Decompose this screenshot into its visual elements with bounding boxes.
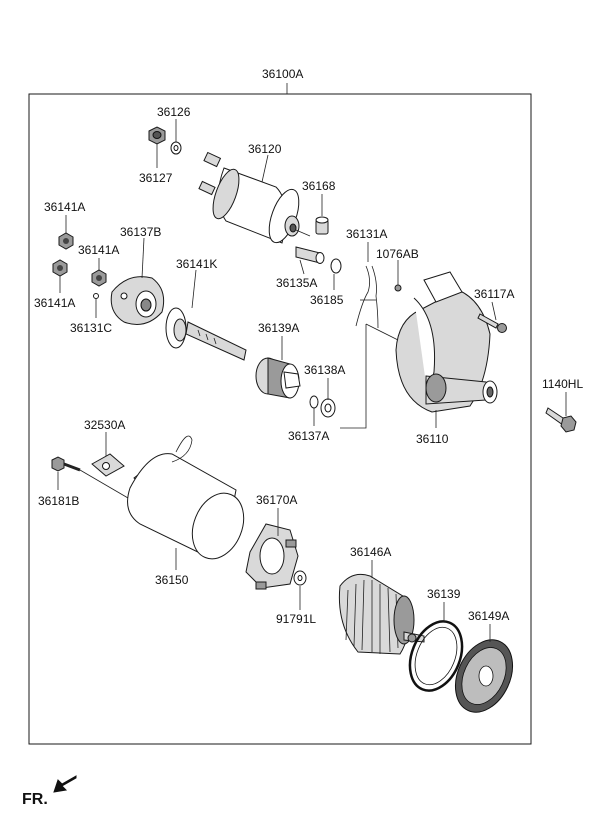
- part-91791L-washer: [293, 570, 307, 586]
- label-36168: 36168: [302, 179, 336, 193]
- label-36127: 36127: [139, 171, 173, 185]
- label-36117A: 36117A: [474, 287, 514, 301]
- part-36117A-bolt: [477, 313, 507, 333]
- leader-lines: [57, 119, 567, 642]
- label-36137B: 36137B: [120, 225, 161, 239]
- assembly-label: 36100A: [262, 67, 303, 81]
- label-36131C: 36131C: [70, 321, 112, 335]
- part-36149A-rear-cover: [454, 639, 514, 713]
- part-36120-solenoid: [198, 151, 311, 244]
- part-36139A-pinion-clutch: [255, 357, 301, 399]
- assembly-frame: [28, 93, 532, 745]
- label-36141A-middle: 36141A: [78, 243, 119, 257]
- label-36137A: 36137A: [288, 429, 329, 443]
- part-36131A-shift-lever: [355, 265, 379, 329]
- label-36149A: 36149A: [468, 609, 509, 623]
- part-36137A-ring: [309, 395, 319, 409]
- label-36110: 36110: [416, 432, 449, 446]
- label-36141A-top: 36141A: [44, 200, 85, 214]
- part-36168-bushing: [315, 216, 329, 235]
- label-36185: 36185: [310, 293, 344, 307]
- label-36146A: 36146A: [350, 545, 391, 559]
- part-36139-gasket: [408, 620, 464, 692]
- part-36131C-pin: [93, 293, 99, 299]
- part-36146A-armature: [338, 573, 425, 655]
- front-direction-label: FR.: [22, 791, 48, 808]
- part-36141A-nut-1: [58, 232, 74, 250]
- part-32530A-bracket: [91, 453, 125, 477]
- part-36150-yoke-assembly: [127, 435, 245, 560]
- part-36141A-nut-2: [91, 269, 107, 287]
- label-1140HL: 1140HL: [542, 377, 583, 391]
- part-36141A-nut-3: [52, 259, 68, 277]
- part-36138A-ring: [320, 398, 336, 418]
- front-arrow-icon: [53, 775, 77, 793]
- part-36137B-housing-cap: [110, 276, 165, 325]
- part-36141K-shaft: [165, 307, 247, 361]
- bolt-36181B-axis-line: [79, 469, 129, 499]
- label-1076AB: 1076AB: [376, 247, 419, 261]
- part-36110-front-housing: [395, 271, 498, 413]
- label-36138A: 36138A: [304, 363, 345, 377]
- label-36131A: 36131A: [346, 227, 387, 241]
- label-36139: 36139: [427, 587, 461, 601]
- part-36127-nut: [148, 126, 166, 145]
- front-direction-indicator: FR.: [22, 775, 77, 808]
- label-36135A: 36135A: [276, 276, 317, 290]
- label-36150: 36150: [155, 573, 189, 587]
- label-36141A-lower: 36141A: [34, 296, 75, 310]
- part-1076AB-bolt: [394, 284, 402, 292]
- label-32530A: 32530A: [84, 418, 125, 432]
- label-36170A: 36170A: [256, 493, 297, 507]
- label-91791L: 91791L: [276, 612, 316, 626]
- label-36141K: 36141K: [176, 257, 217, 271]
- label-36126: 36126: [157, 105, 191, 119]
- label-36181B: 36181B: [38, 494, 79, 508]
- label-36120: 36120: [248, 142, 282, 156]
- part-36185-ring: [330, 258, 342, 274]
- part-1140HL-bolt: [545, 407, 577, 433]
- part-36126-washer: [170, 141, 182, 155]
- part-36135A-plunger: [295, 246, 325, 264]
- part-36170A-brush-holder: [245, 523, 299, 590]
- label-36139A: 36139A: [258, 321, 299, 335]
- part-36181B-through-bolt: [51, 456, 81, 472]
